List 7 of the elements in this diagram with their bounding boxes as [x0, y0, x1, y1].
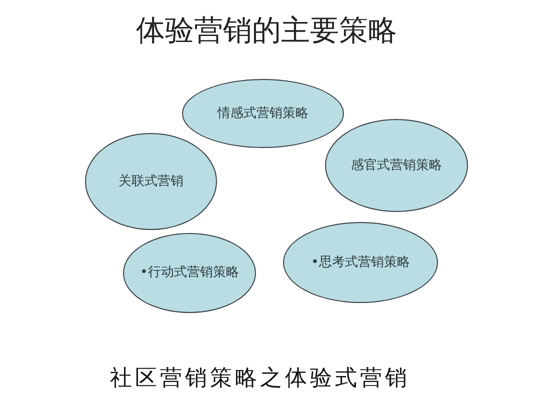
strategy-label: 感官式营销策略 [351, 158, 442, 174]
title: 体验营销的主要策略 [136, 12, 397, 48]
strategy-label: 情感式营销策略 [218, 106, 308, 122]
caption: 社区营销策略之体验式营销 [110, 365, 410, 393]
strategy-label: 关联式营销 [118, 174, 184, 190]
strategy-label: •思考式营销策略 [311, 254, 410, 270]
strategy-label: •行动式营销策略 [140, 265, 239, 281]
